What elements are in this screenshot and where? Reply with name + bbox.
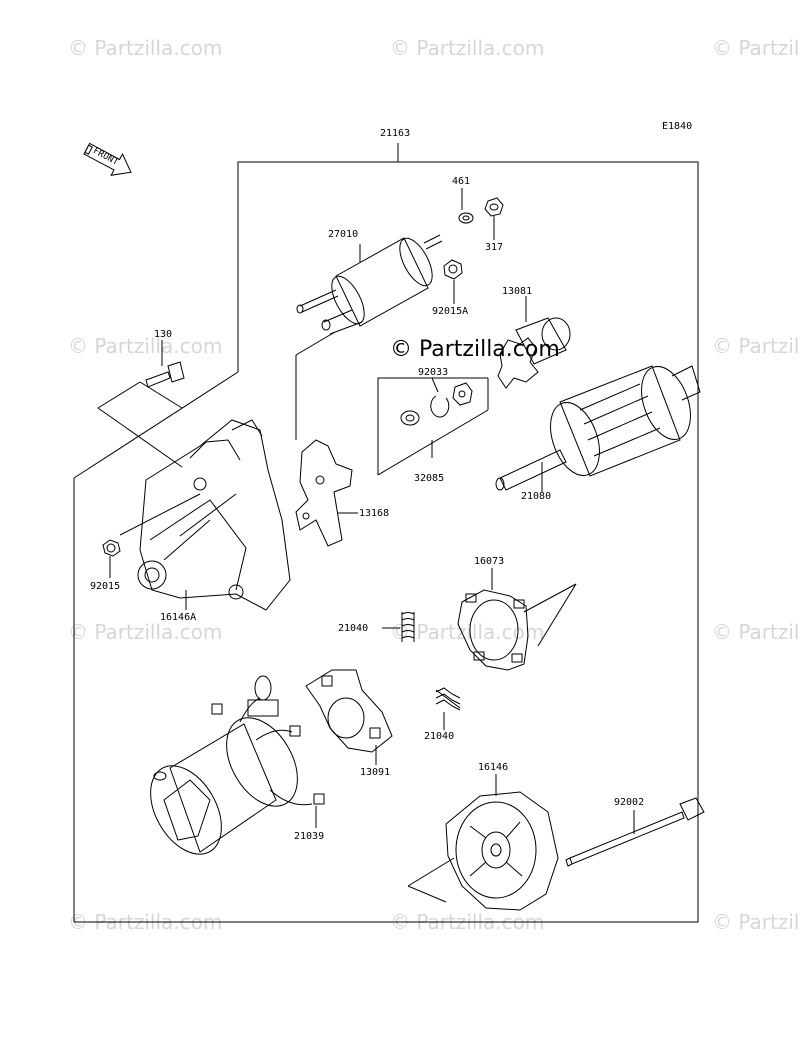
- brush-plate-16073: [457, 589, 529, 671]
- part-label-21039[interactable]: 21039: [294, 831, 325, 842]
- watermark: © Partzilla.com: [68, 334, 223, 358]
- part-label-92033[interactable]: 92033: [418, 367, 449, 378]
- watermark: © Partzilla.com: [390, 36, 545, 60]
- spring-21040-b: [435, 687, 461, 711]
- part-label-27010[interactable]: 27010: [328, 229, 359, 240]
- part-label-13091[interactable]: 13091: [360, 767, 391, 778]
- solenoid-27010: [296, 234, 443, 335]
- front-housing-16146A: [137, 419, 291, 611]
- part-label-16073[interactable]: 16073: [474, 556, 505, 567]
- diagram-code: E1840: [662, 121, 693, 132]
- watermark: © Partzilla.com: [712, 36, 800, 60]
- spring-21040-a: [401, 612, 415, 642]
- rear-cover-16146: [445, 791, 559, 911]
- front-arrow: [83, 142, 132, 176]
- armature-21080: [495, 365, 701, 491]
- watermark: © Partzilla.com: [712, 910, 800, 934]
- part-label-21080[interactable]: 21080: [521, 491, 552, 502]
- part-label-16146[interactable]: 16146: [478, 762, 509, 773]
- part-label-21040[interactable]: 21040: [424, 731, 455, 742]
- watermark: © Partzilla.com: [390, 620, 545, 644]
- watermark: © Partzilla.com: [712, 620, 800, 644]
- pinion-gear-13081: [497, 317, 571, 389]
- part-label-16146A[interactable]: 16146A: [160, 612, 197, 623]
- part-label-21163[interactable]: 21163: [380, 128, 411, 139]
- part-label-130[interactable]: 130: [154, 329, 173, 340]
- yoke-21039: [150, 675, 325, 855]
- part-label-32085[interactable]: 32085: [414, 473, 445, 484]
- part-label-92002[interactable]: 92002: [614, 797, 645, 808]
- part-label-13168[interactable]: 13168: [359, 508, 390, 519]
- through-bolt-92002: [565, 797, 705, 867]
- part-label-92015A[interactable]: 92015A: [432, 306, 469, 317]
- watermark: © Partzilla.com: [68, 620, 223, 644]
- brush-holder-13091: [305, 669, 393, 753]
- part-label-13081[interactable]: 13081: [502, 286, 533, 297]
- watermark: © Partzilla.com: [712, 334, 800, 358]
- part-label-21040[interactable]: 21040: [338, 623, 369, 634]
- shift-fork-13168: [295, 439, 353, 547]
- part-label-317[interactable]: 317: [485, 242, 504, 253]
- center-watermark: © Partzilla.com: [390, 337, 560, 362]
- assembly-frame: [74, 161, 699, 923]
- part-label-92015[interactable]: 92015: [90, 581, 121, 592]
- bolt-130: [145, 361, 185, 388]
- part-label-461[interactable]: 461: [452, 176, 471, 187]
- watermark: © Partzilla.com: [68, 36, 223, 60]
